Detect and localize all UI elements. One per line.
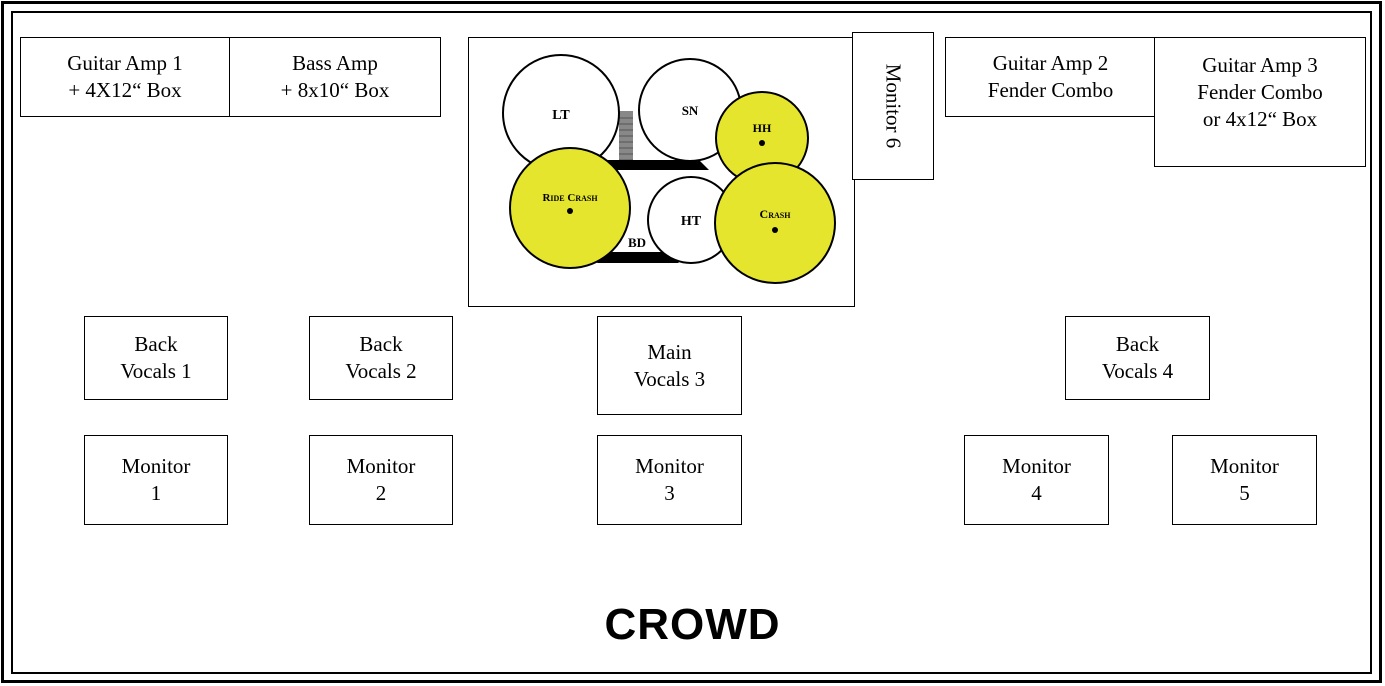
hihat-center-dot: [759, 140, 765, 146]
monitor-1-box: Monitor 1: [84, 435, 228, 525]
monitor-6-label: Monitor 6: [881, 63, 906, 149]
main-vocals-3-line2: Vocals 3: [633, 366, 706, 391]
back-vocals-2-line2: Vocals 2: [345, 359, 417, 383]
monitor-4-box: Monitor 4: [964, 435, 1109, 525]
monitor-5-line1: Monitor: [1210, 454, 1279, 478]
ride-crash-center-dot: [567, 208, 573, 214]
guitar-amp-3-line2: Fender Combo: [1197, 80, 1323, 104]
bass-drum-label: BD: [628, 235, 646, 250]
monitor-3-line1: Monitor: [635, 454, 704, 478]
bass-amp-line1: Bass Amp: [292, 51, 378, 75]
bass-amp-box: Bass Amp + 8x10“ Box: [229, 37, 441, 117]
guitar-amp-2-line2: Fender Combo: [987, 78, 1114, 102]
guitar-amp-1-line1: Guitar Amp 1: [67, 51, 183, 75]
snare-label: SN: [682, 103, 699, 118]
back-vocals-4-box: Back Vocals 4: [1065, 316, 1210, 400]
guitar-amp-2-line1: Guitar Amp 2: [992, 51, 1109, 75]
guitar-amp-1-line2: + 4X12“ Box: [68, 78, 182, 102]
monitor-4-line2: 4: [1031, 481, 1042, 505]
back-vocals-2-line1: Back: [359, 332, 403, 356]
hihat-stand: [619, 111, 633, 163]
back-vocals-2-box: Back Vocals 2: [309, 316, 453, 400]
back-vocals-1-box: Back Vocals 1: [84, 316, 228, 400]
stage-inner-border: [11, 11, 1372, 674]
guitar-amp-3-line1: Guitar Amp 3: [1202, 53, 1318, 77]
monitor-3-line2: 3: [664, 481, 675, 505]
monitor-3-box: Monitor 3: [597, 435, 742, 525]
crowd-label: CROWD: [604, 600, 781, 649]
ride-crash-label: Ride Crash: [542, 192, 598, 204]
crash-cymbal: [714, 162, 836, 284]
back-vocals-4-line2: Vocals 4: [1101, 359, 1174, 383]
bass-amp-line2: + 8x10“ Box: [280, 78, 390, 102]
monitor-5-box: Monitor 5: [1172, 435, 1317, 525]
drum-kit-box: LT SN HH HT BD Ride Crash Crash: [468, 37, 855, 307]
guitar-amp-3-box: Guitar Amp 3 Fender Combo or 4x12“ Box: [1154, 37, 1366, 167]
hihat-label: HH: [753, 121, 772, 135]
monitor-4-line1: Monitor: [1002, 454, 1071, 478]
guitar-amp-2-box: Guitar Amp 2 Fender Combo: [945, 37, 1156, 117]
monitor-2-line1: Monitor: [346, 454, 416, 478]
monitor-1-line2: 1: [150, 481, 162, 505]
crash-label: Crash: [760, 207, 792, 221]
guitar-amp-3-line3: or 4x12“ Box: [1202, 107, 1318, 131]
drum-riser-lower: [597, 252, 679, 263]
drum-kit-diagram: LT SN HH HT BD Ride Crash Crash: [502, 54, 836, 284]
monitor-5-line2: 5: [1239, 481, 1250, 505]
back-vocals-4-line1: Back: [1115, 332, 1160, 356]
monitor-1-line1: Monitor: [121, 454, 191, 478]
guitar-amp-1-box: Guitar Amp 1 + 4X12“ Box: [20, 37, 230, 117]
monitor-2-box: Monitor 2: [309, 435, 453, 525]
monitor-2-line2: 2: [375, 481, 387, 505]
crash-center-dot: [772, 227, 778, 233]
main-vocals-3-line1: Main: [647, 339, 692, 364]
main-vocals-3-box: Main Vocals 3: [597, 316, 742, 415]
back-vocals-1-line2: Vocals 1: [120, 359, 192, 383]
drum-riser-upper: [589, 160, 709, 170]
high-tom-label: HT: [681, 214, 702, 229]
back-vocals-1-line1: Back: [134, 332, 178, 356]
low-tom-label: LT: [552, 108, 570, 123]
monitor-6-box: Monitor 6: [852, 32, 934, 180]
